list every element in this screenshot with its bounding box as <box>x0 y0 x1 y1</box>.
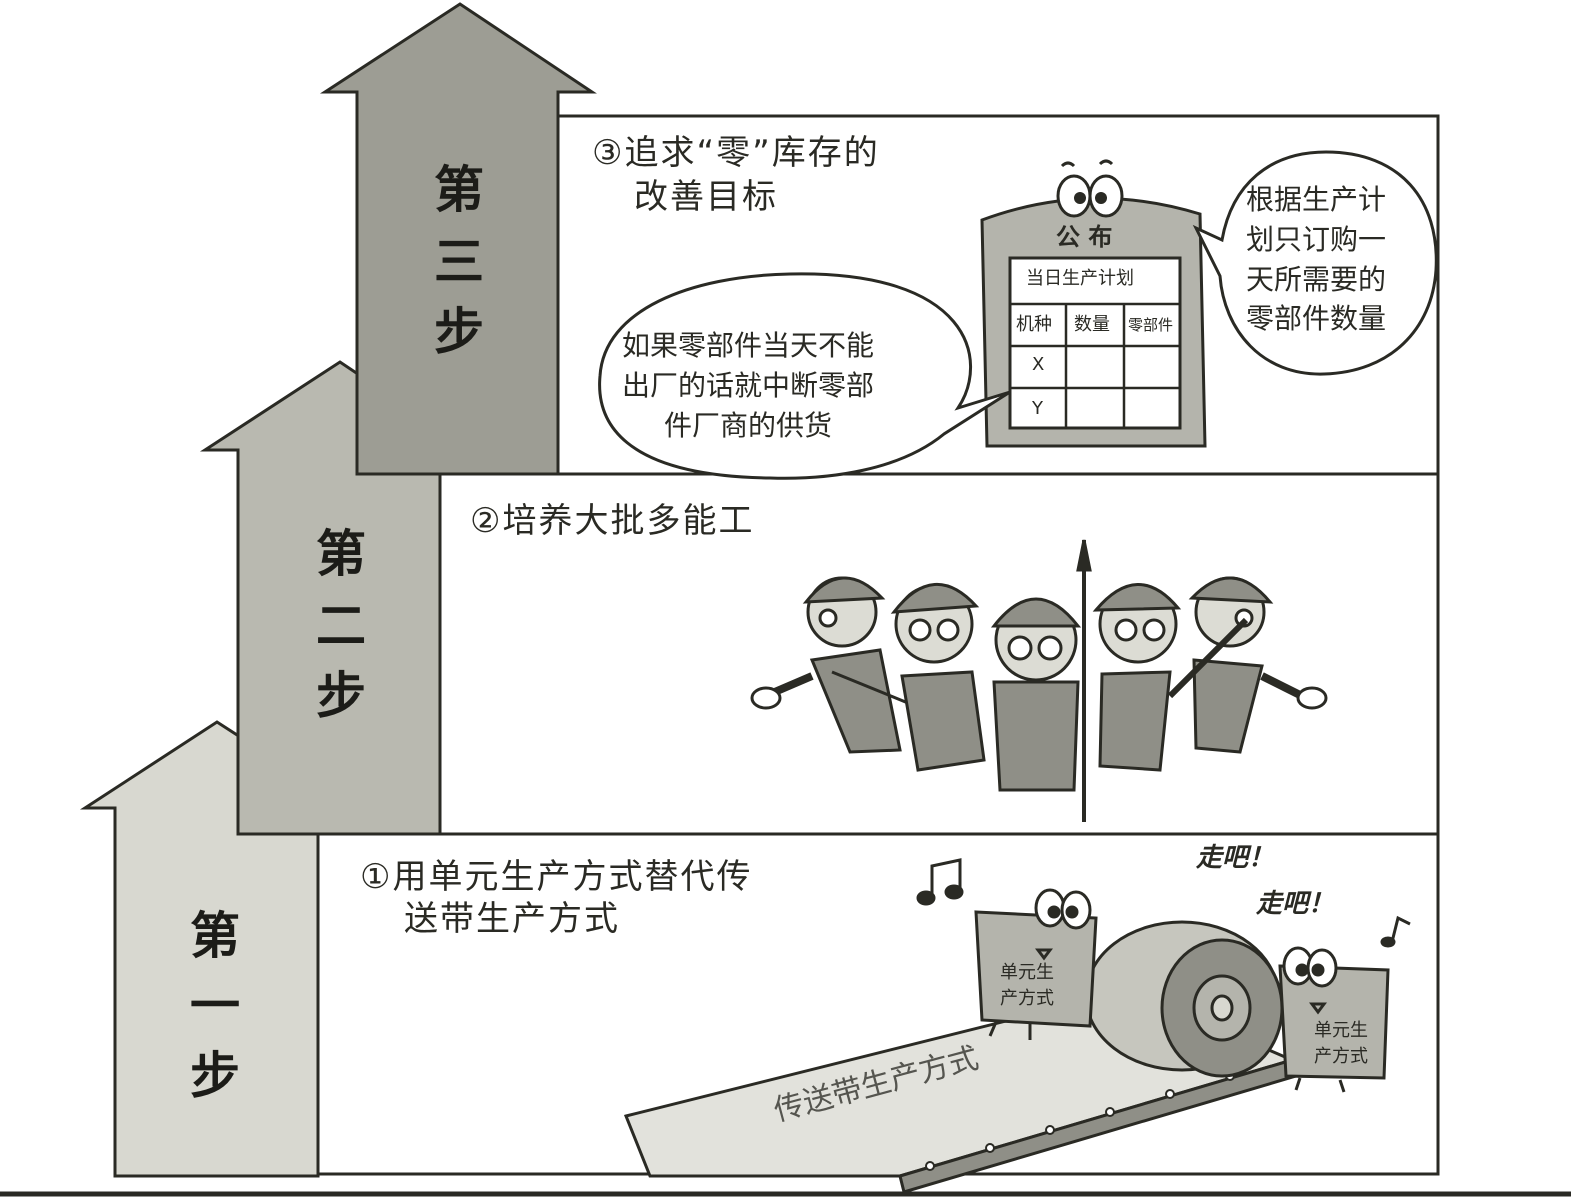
arrow-step2-char-1: 第 <box>316 524 366 583</box>
shout-1: 走吧！ <box>1196 843 1275 873</box>
worker-cap <box>1092 583 1182 612</box>
worker-cap <box>990 597 1082 628</box>
cell-mouth <box>1035 948 1053 961</box>
cell-character-right <box>1278 946 1390 1093</box>
arrow-step2-char-2: 二 <box>316 596 366 655</box>
worker-cap <box>1188 576 1274 604</box>
step2-title: ②培养大批多能工 <box>470 501 755 541</box>
worker-body <box>1098 670 1172 772</box>
board-pupil-left <box>1074 192 1086 204</box>
worker-eye <box>1037 635 1063 661</box>
worker-eye <box>936 618 960 642</box>
plan-table-frame <box>1008 256 1182 430</box>
step1-title-line2: 送带生产方式 <box>404 899 620 939</box>
belt-roll-axle <box>1210 994 1234 1022</box>
worker-eye <box>1114 618 1138 642</box>
arrow-step1-char-1: 第 <box>190 906 240 965</box>
worker-4 <box>1092 583 1182 772</box>
cell-legs <box>1294 1077 1346 1093</box>
step3-title-line2: 改善目标 <box>634 177 778 217</box>
cell-pupil <box>1047 905 1061 919</box>
spear-tip <box>1076 539 1092 572</box>
worker-5 <box>1167 576 1304 754</box>
notice-board-title: 公 布 <box>1056 223 1113 251</box>
plan-table-col-quantity: 数量 <box>1074 314 1110 335</box>
worker-body <box>809 648 902 754</box>
worker-cap <box>890 582 980 614</box>
cell-character-left <box>974 888 1098 1040</box>
cell-mouth <box>1309 1002 1327 1015</box>
plan-table-row-x: X <box>1032 354 1045 375</box>
shout-2: 走吧！ <box>1256 889 1335 919</box>
cell-label-left-line1: 单元生 <box>1000 962 1054 983</box>
arrow-step3-char-1: 第 <box>434 160 484 219</box>
cell-label-right-line1: 单元生 <box>1314 1020 1368 1041</box>
wrench <box>1167 617 1249 699</box>
arrow-step2-char-3: 步 <box>316 666 366 725</box>
worker-cap <box>802 576 886 604</box>
board-brow-right <box>1098 159 1114 166</box>
board-pupil-right <box>1095 192 1107 204</box>
worker-body <box>900 670 986 772</box>
cell-label-right-line2: 产方式 <box>1314 1046 1368 1067</box>
cell-body <box>1278 964 1390 1080</box>
puff-left <box>750 686 782 710</box>
conveyor-scene <box>623 858 1411 1194</box>
worker-body <box>1192 658 1264 754</box>
plan-table-col-model: 机种 <box>1016 314 1052 335</box>
worker-arm <box>1260 672 1304 700</box>
cell-pupil <box>1295 963 1309 977</box>
cell-legs <box>988 1021 1032 1040</box>
worker-eye <box>1007 635 1033 661</box>
bubble-left-text: 如果零部件当天不能 出厂的话就中断零部 件厂商的供货 <box>622 329 875 442</box>
worker-2 <box>890 582 986 772</box>
arrow-step3 <box>319 2 597 476</box>
plan-table-row-y: Y <box>1032 398 1043 419</box>
worker-eye <box>908 618 932 642</box>
puff-right <box>1296 686 1328 710</box>
step3-title-line1: ③追求“零”库存的 <box>592 133 880 173</box>
plan-table-caption: 当日生产计划 <box>1026 268 1134 289</box>
music-note-small-icon <box>1380 915 1411 948</box>
bubble-right-text: 根据生产计 划只订购一 天所需要的 零部件数量 <box>1246 183 1387 336</box>
cell-label-left-line2: 产方式 <box>1000 988 1054 1009</box>
plan-table-col-parts: 零部件 <box>1128 316 1174 334</box>
arrow-step1-char-2: 一 <box>190 976 240 1035</box>
bubble-left-shape <box>598 272 1011 480</box>
arrow-step3-char-3: 步 <box>434 302 484 361</box>
arrow-step1-char-3: 步 <box>190 1046 240 1105</box>
worker-3 <box>990 597 1082 792</box>
worker-eye <box>818 608 838 628</box>
music-note-icon <box>916 858 964 906</box>
worker-body <box>992 680 1080 792</box>
workers-group <box>750 539 1328 822</box>
worker-eye <box>1142 618 1166 642</box>
cell-pupil <box>1311 963 1325 977</box>
bubble-right-shape <box>1192 150 1438 376</box>
worker-1 <box>768 576 931 754</box>
board-brow-left <box>1060 161 1076 168</box>
notice-board <box>980 159 1207 448</box>
step1-title-line1: ①用单元生产方式替代传 <box>360 857 753 897</box>
arrow-step3-char-2: 三 <box>434 232 484 291</box>
cell-pupil <box>1065 905 1079 919</box>
